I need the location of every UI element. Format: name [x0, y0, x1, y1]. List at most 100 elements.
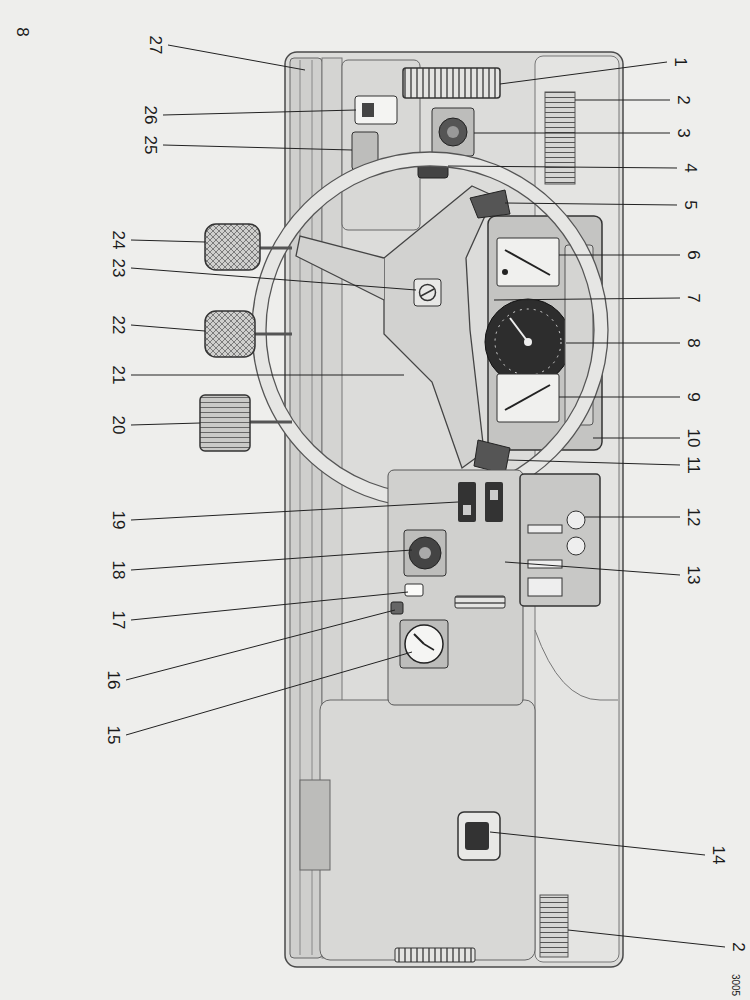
callout-number: 23 [110, 259, 127, 278]
radio [567, 537, 585, 555]
pedal [205, 311, 255, 357]
small-switches [362, 103, 374, 117]
callout-number: 26 [142, 106, 159, 125]
callout-number: 24 [110, 231, 127, 250]
callout-number: 25 [142, 136, 159, 155]
dashboard-body [535, 630, 618, 700]
leader-line [126, 652, 412, 735]
leader-line [559, 255, 680, 256]
dashboard-body [320, 700, 535, 960]
center-console [414, 634, 424, 644]
steering-wheel [259, 159, 601, 501]
callout-number: 1 [672, 57, 689, 66]
instrument-cluster [505, 250, 550, 275]
leader-line [474, 133, 670, 134]
steering-wheel [252, 152, 608, 508]
light-switch [439, 118, 467, 146]
figure-code: 3005 [730, 974, 740, 996]
pedal [248, 421, 292, 424]
leader-line [131, 240, 205, 242]
center-console [405, 584, 423, 596]
center-console [409, 537, 441, 569]
leader-line [131, 375, 404, 376]
center-console [424, 644, 434, 650]
leader-line [131, 502, 458, 520]
leader-line [585, 517, 680, 518]
callout-number: 11 [685, 456, 702, 474]
leader-line [575, 100, 670, 101]
steering-wheel [420, 285, 436, 301]
page-number: 8 [14, 27, 31, 36]
steering-wheel [421, 289, 434, 296]
radio [520, 474, 600, 606]
light-switch [432, 108, 474, 156]
instrument-cluster [485, 299, 571, 385]
leader-line [566, 343, 680, 344]
callout-number: 10 [685, 429, 702, 448]
leader-line [131, 268, 416, 290]
air-vent [403, 68, 500, 98]
leader-line [131, 592, 408, 620]
leader-line [131, 550, 412, 570]
pedal [258, 247, 292, 250]
callout-number: 9 [685, 392, 702, 401]
leader-line [131, 325, 205, 331]
glovebox-latch [465, 822, 489, 850]
light-switch [432, 108, 474, 156]
leader-line [126, 610, 395, 680]
radio [528, 525, 562, 533]
callout-number: 13 [685, 566, 702, 585]
leader-line [163, 145, 352, 150]
instrument-cluster [497, 238, 559, 286]
light-switch [447, 126, 459, 138]
leader-line [505, 203, 677, 205]
leader-line [568, 930, 725, 947]
callout-number: 12 [685, 508, 702, 527]
callout-number: 2 [730, 942, 747, 951]
small-switches [355, 96, 397, 124]
center-console [391, 602, 403, 614]
pedal [200, 395, 250, 451]
callout-number: 18 [110, 561, 127, 580]
callout-number: 5 [682, 200, 699, 209]
instrument-cluster [524, 338, 532, 346]
callout-number: 16 [105, 671, 122, 690]
center-console [485, 482, 503, 522]
callout-number: 19 [110, 511, 127, 530]
leader-line [448, 166, 677, 168]
pedal [254, 333, 292, 336]
dashboard-body [300, 780, 330, 870]
center-console [388, 470, 523, 705]
center-console [463, 505, 471, 515]
stalk [474, 440, 510, 474]
callout-number: 14 [710, 846, 727, 865]
center-console [458, 482, 476, 522]
leader-line [163, 110, 356, 115]
callout-number: 20 [110, 416, 127, 435]
leader-line [508, 460, 680, 465]
air-vent [395, 948, 475, 962]
radio [520, 474, 600, 606]
instrument-cluster [495, 309, 561, 375]
center-console [400, 620, 448, 668]
callout-number: 7 [685, 293, 702, 302]
callout-number: 2 [675, 95, 692, 104]
callout-number: 22 [110, 316, 127, 335]
speaker-grille [545, 92, 575, 184]
steering-wheel [266, 166, 594, 494]
leader-line [490, 832, 705, 855]
leader-line [168, 45, 305, 70]
radio [567, 511, 585, 529]
callout-number: 8 [685, 338, 702, 347]
steering-wheel [384, 186, 494, 468]
center-console [405, 625, 443, 663]
pedal [205, 224, 260, 270]
steering-wheel [414, 279, 441, 306]
pedal [200, 224, 292, 451]
callout-number: 21 [110, 366, 127, 385]
radio [528, 578, 562, 596]
callout-number: 4 [682, 163, 699, 172]
leader-line [494, 298, 680, 300]
